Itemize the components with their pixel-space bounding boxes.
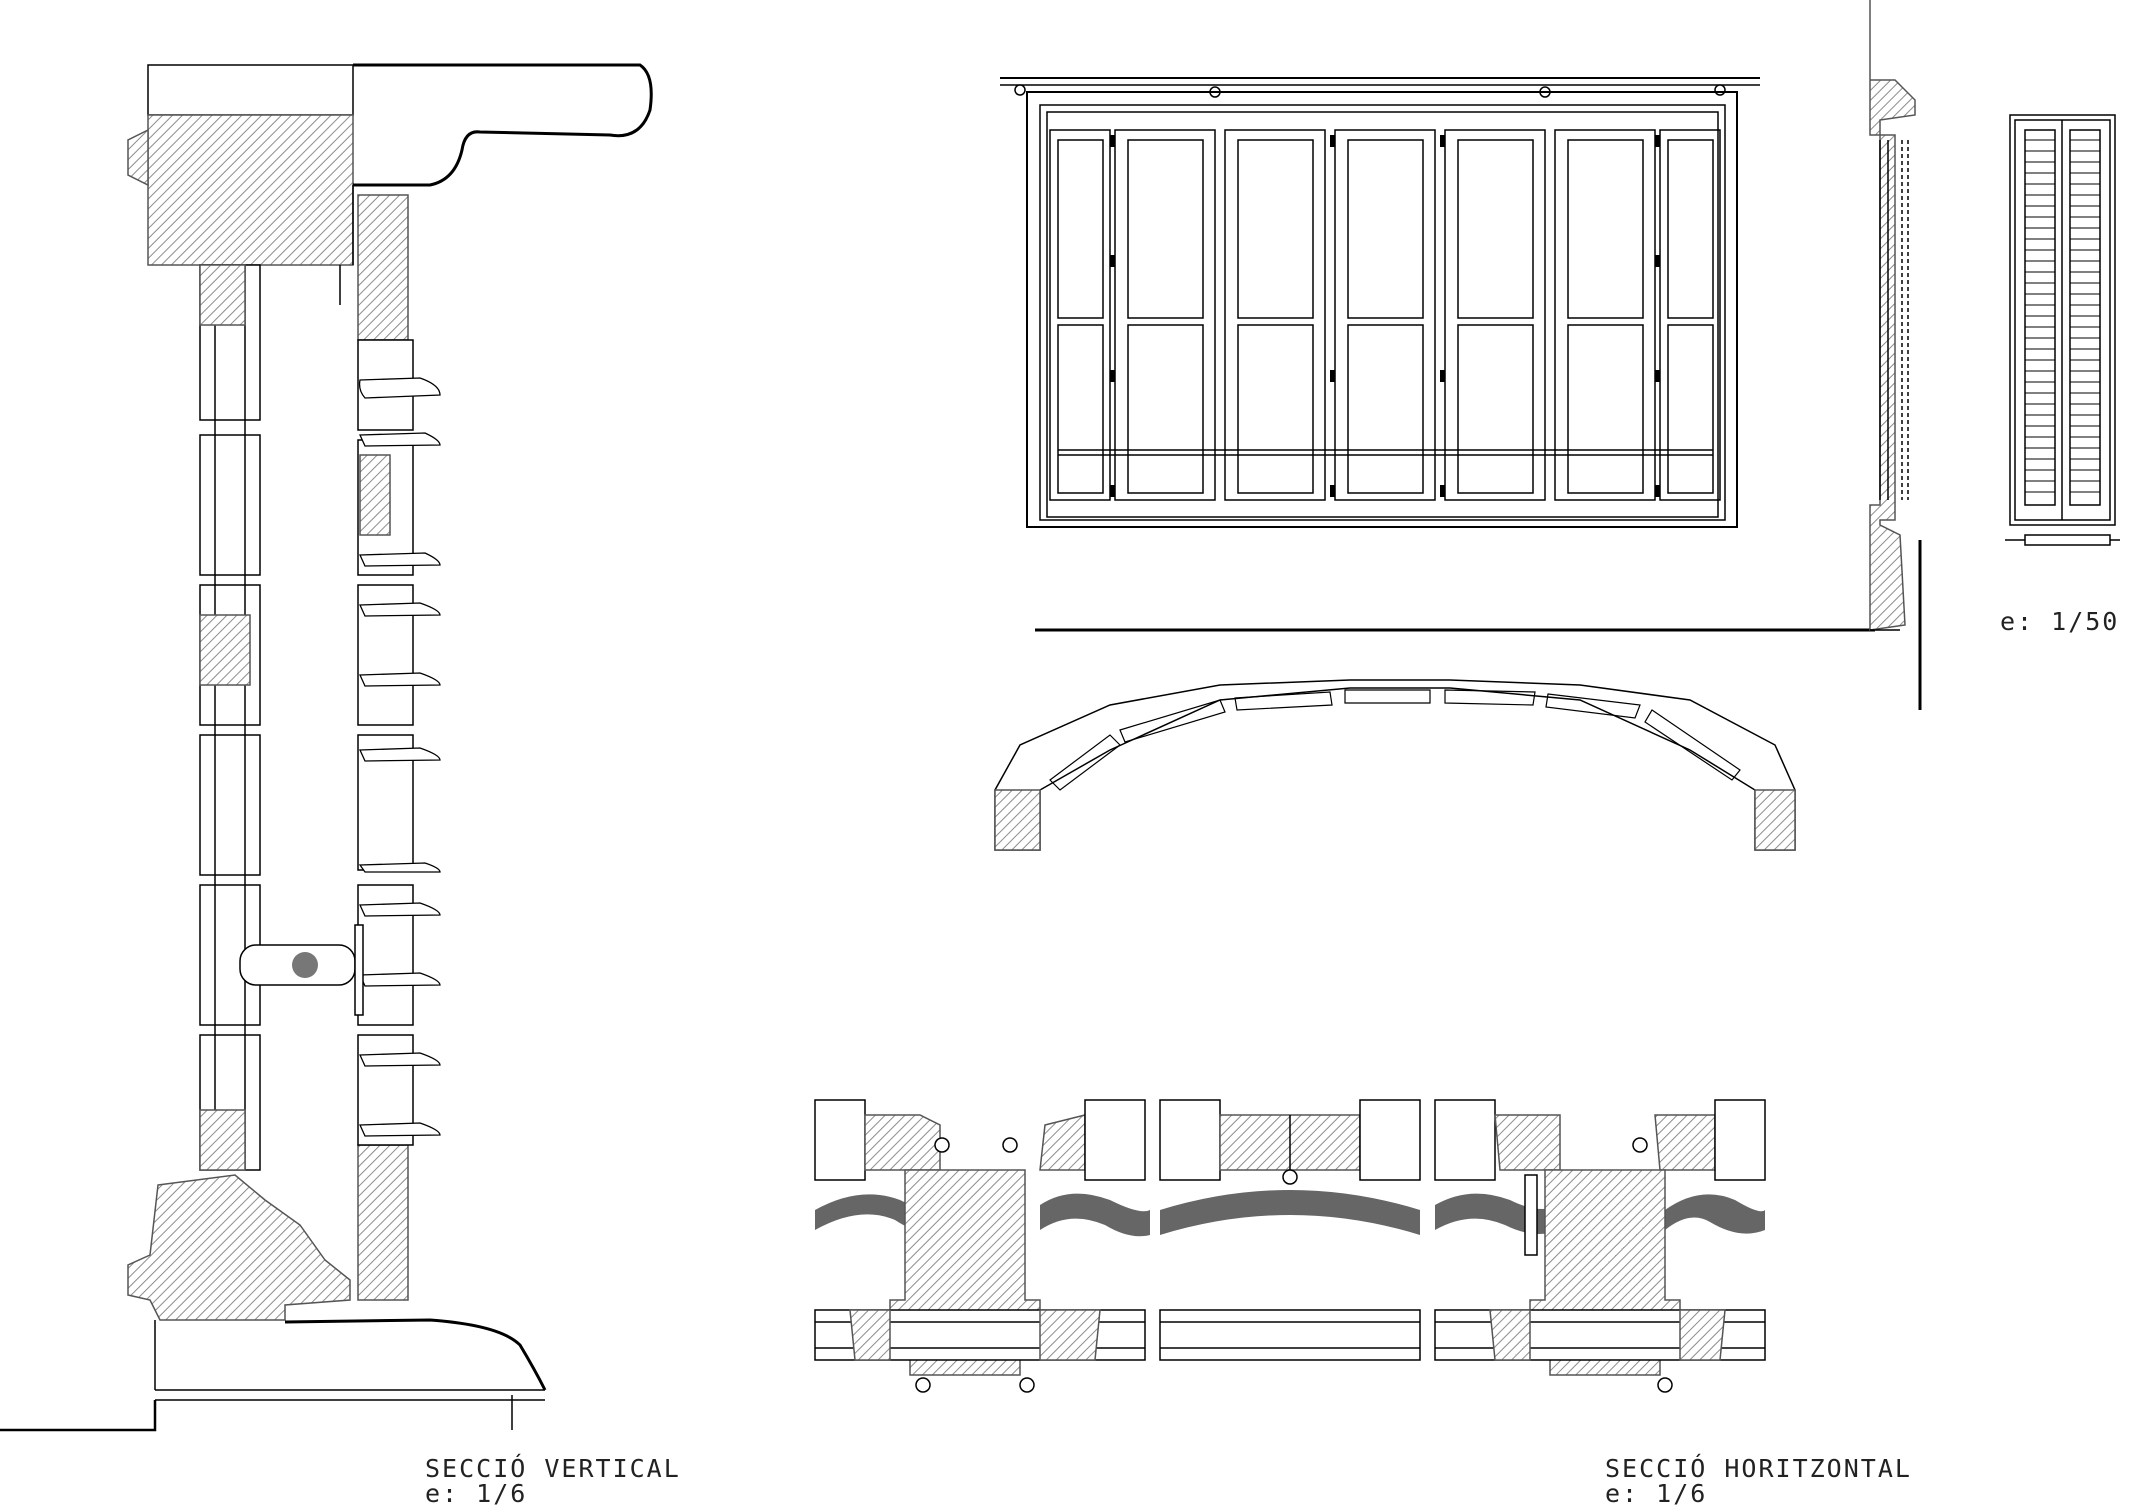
elevation-scale: e: 1/50: [2000, 607, 2120, 636]
shutter-elevation-drawing: [2005, 114, 2120, 546]
shutter-slats: [2025, 139, 2100, 493]
side-section-drawing: [1869, 0, 1922, 710]
horizontal-section-scale: e: 1/6: [1605, 1479, 1708, 1508]
horizontal-section-drawing: [814, 1099, 1766, 1393]
vertical-section-title: SECCIÓ VERTICAL: [425, 1454, 681, 1483]
plan-view-curve: [994, 679, 1796, 851]
vertical-section-scale: e: 1/6: [425, 1479, 528, 1508]
front-elevation-drawing: [1000, 77, 1875, 632]
elevation-leaves: [1049, 129, 1721, 501]
vertical-section-drawing: [0, 63, 653, 1432]
horizontal-section-title: SECCIÓ HORITZONTAL: [1605, 1454, 1912, 1483]
